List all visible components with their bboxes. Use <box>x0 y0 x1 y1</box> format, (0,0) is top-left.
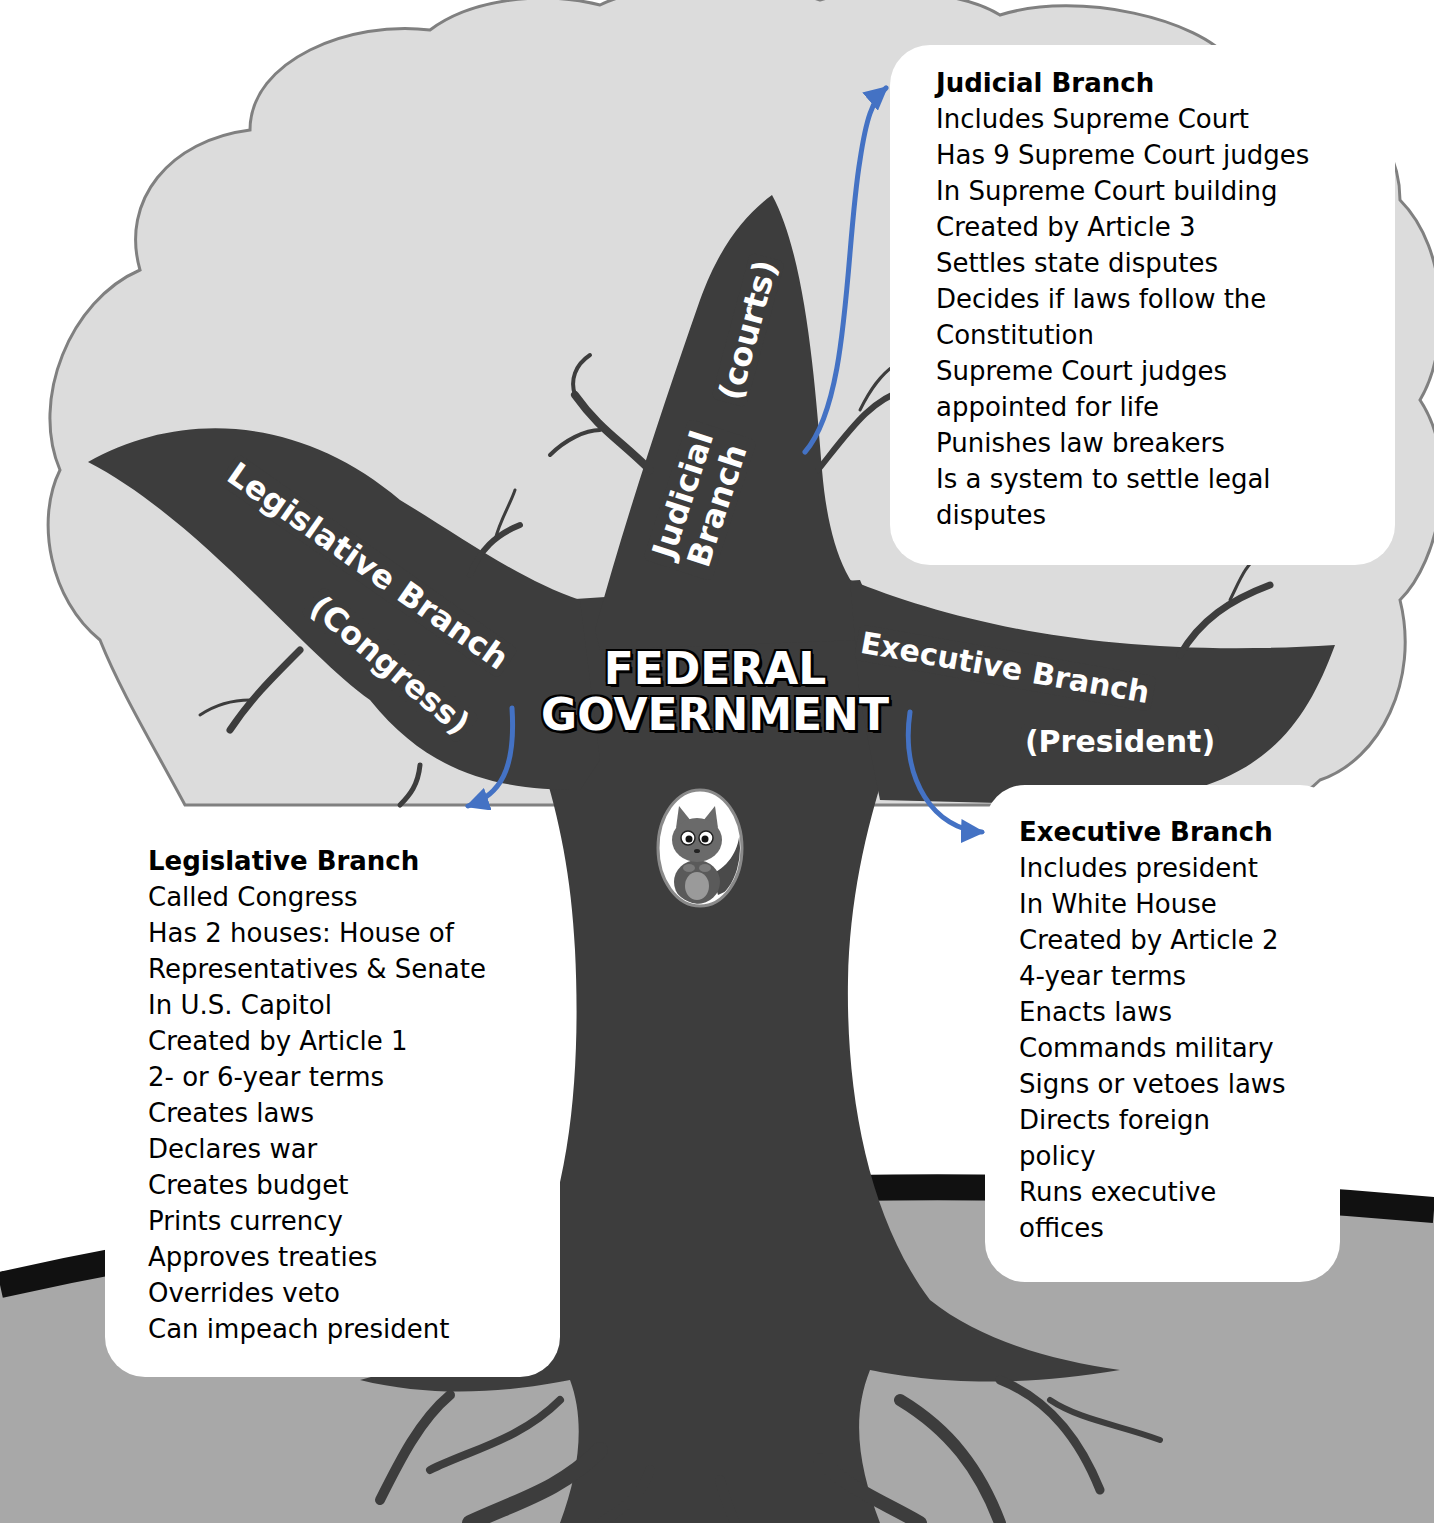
branch-name: (President) <box>1021 724 1219 760</box>
box-heading: Executive Branch <box>1019 814 1309 850</box>
list-item: Called Congress <box>148 879 528 915</box>
tree-branch <box>595 195 880 650</box>
list-item: Created by Article 3 <box>936 209 1355 245</box>
squirrel-eye <box>699 831 713 845</box>
list-item: In White House <box>1019 886 1309 922</box>
squirrel-pupil <box>702 836 709 843</box>
twig <box>200 700 250 715</box>
list-item: Approves treaties <box>148 1239 528 1275</box>
diagram-heading: FEDERAL GOVERNMENT <box>530 646 900 738</box>
root <box>380 1395 450 1500</box>
branch-label: (President) <box>1021 724 1219 760</box>
list-item: 4-year terms <box>1019 958 1309 994</box>
root <box>430 1400 560 1470</box>
tree-branch <box>88 428 600 790</box>
root <box>900 1400 1000 1523</box>
root <box>1050 1400 1160 1440</box>
list-item: Is a system to settle legal disputes <box>936 461 1296 533</box>
twig <box>550 430 600 455</box>
root <box>820 1460 920 1523</box>
list-item: Prints currency <box>148 1203 528 1239</box>
list-item: Runs executive offices <box>1019 1174 1259 1246</box>
list-item: In U.S. Capitol <box>148 987 528 1023</box>
squirrel-eye <box>681 831 695 845</box>
squirrel-hollow <box>658 790 755 906</box>
list-item: Includes Supreme Court <box>936 101 1355 137</box>
list-item: Decides if laws follow the Constitution <box>936 281 1296 353</box>
box-heading: Judicial Branch <box>936 65 1355 101</box>
squirrel-head <box>672 818 722 862</box>
list-item: Created by Article 2 <box>1019 922 1309 958</box>
root <box>600 1470 650 1523</box>
squirrel-nose <box>694 849 700 853</box>
list-item: Includes president <box>1019 850 1309 886</box>
leader-arrow <box>805 88 886 452</box>
box-heading: Legislative Branch <box>148 843 528 879</box>
twig <box>470 525 520 575</box>
squirrel-pupil <box>686 836 693 843</box>
list-item: Supreme Court judges appointed for life <box>936 353 1296 425</box>
tree-branch <box>850 580 1335 805</box>
list-item: Creates budget <box>148 1167 528 1203</box>
twig <box>495 490 515 540</box>
twig <box>1180 585 1270 655</box>
twig <box>230 650 300 730</box>
list-item: 2- or 6-year terms <box>148 1059 528 1095</box>
list-item: Commands military <box>1019 1030 1309 1066</box>
list-item: Declares war <box>148 1131 528 1167</box>
squirrel-belly <box>685 872 709 900</box>
squirrel-paw <box>683 864 695 872</box>
root <box>1000 1380 1100 1490</box>
callout-box: Judicial BranchIncludes Supreme CourtHas… <box>890 45 1395 565</box>
list-item: Overrides veto <box>148 1275 528 1311</box>
list-item: Punishes law breakers <box>936 425 1355 461</box>
squirrel-paw <box>699 864 711 872</box>
twig <box>573 355 590 395</box>
list-item: Settles state disputes <box>936 245 1355 281</box>
list-item: In Supreme Court building <box>936 173 1355 209</box>
hollow-oval <box>658 790 742 906</box>
list-item: Enacts laws <box>1019 994 1309 1030</box>
list-item: Can impeach president <box>148 1311 528 1347</box>
list-item: Has 9 Supreme Court judges <box>936 137 1355 173</box>
list-item: Directs foreign policy <box>1019 1102 1259 1174</box>
root <box>720 1480 735 1523</box>
list-item: Has 2 houses: House of Representatives &… <box>148 915 528 987</box>
branch-label: FEDERAL GOVERNMENT <box>530 646 900 738</box>
squirrel <box>672 798 755 904</box>
squirrel-body <box>674 860 720 904</box>
list-item: Signs or vetoes laws <box>1019 1066 1309 1102</box>
root <box>470 1450 600 1523</box>
tree-wood <box>88 195 1335 1523</box>
list-item: Created by Article 1 <box>148 1023 528 1059</box>
callout-box: Executive BranchIncludes presidentIn Whi… <box>985 785 1340 1282</box>
list-item: Creates laws <box>148 1095 528 1131</box>
twig <box>400 765 420 805</box>
tree-canopy <box>48 0 1434 805</box>
callout-box: Legislative BranchCalled CongressHas 2 h… <box>105 810 560 1377</box>
leader-arrow <box>908 712 982 832</box>
